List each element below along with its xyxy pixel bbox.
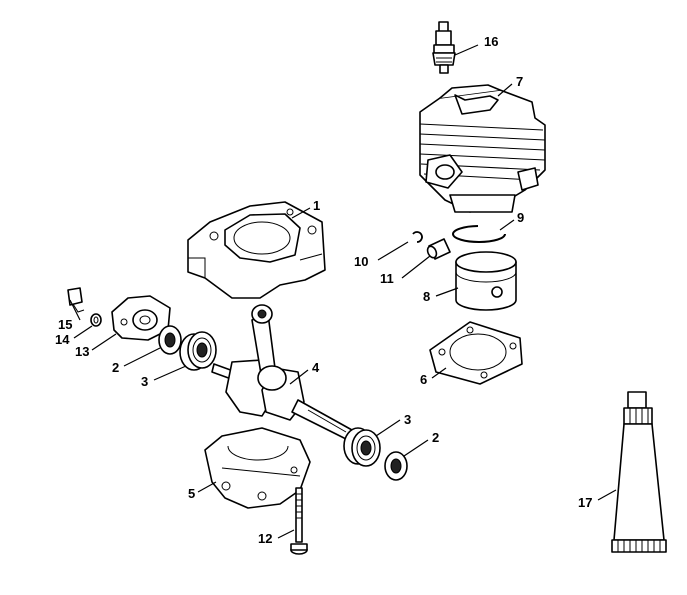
callout-2-left: 2: [112, 360, 119, 375]
callout-13: 13: [75, 344, 89, 359]
grommet: [90, 313, 102, 327]
oil-seal-left: [158, 325, 182, 355]
callout-labels: 16 7 1 9 10 11 8 6 15 14 13 2 3 4 3 2 5 …: [55, 34, 592, 546]
piston-pin: [426, 238, 451, 260]
cylinder: [419, 84, 546, 213]
callout-10: 10: [354, 254, 368, 269]
callout-17: 17: [578, 495, 592, 510]
circlip: [412, 231, 423, 243]
spark-plug: [432, 21, 456, 74]
callout-9: 9: [517, 210, 524, 225]
grease-tube: [611, 391, 667, 553]
callout-7: 7: [516, 74, 523, 89]
crankcase-lower: [204, 427, 311, 509]
piston: [455, 251, 517, 311]
ball-bearing-left: [179, 331, 217, 371]
callout-1: 1: [313, 198, 320, 213]
callout-5: 5: [188, 486, 195, 501]
piston-ring: [452, 225, 506, 243]
callout-8: 8: [423, 289, 430, 304]
callout-15: 15: [58, 317, 72, 332]
cylinder-gasket: [429, 321, 523, 385]
callout-12: 12: [258, 531, 272, 546]
crankshaft: [211, 304, 353, 441]
callout-6: 6: [420, 372, 427, 387]
connector-bracket: [67, 287, 85, 313]
callout-14: 14: [55, 332, 70, 347]
oil-seal-right: [384, 451, 408, 481]
callout-11: 11: [380, 271, 394, 286]
callout-2-right: 2: [432, 430, 439, 445]
long-screw: [290, 487, 308, 555]
callout-3-right: 3: [404, 412, 411, 427]
ball-bearing-right: [343, 427, 381, 467]
callout-4: 4: [312, 360, 320, 375]
leader-lines: [69, 44, 617, 539]
callout-16: 16: [484, 34, 498, 49]
callout-3-left: 3: [141, 374, 148, 389]
crankcase-upper: [187, 201, 326, 299]
